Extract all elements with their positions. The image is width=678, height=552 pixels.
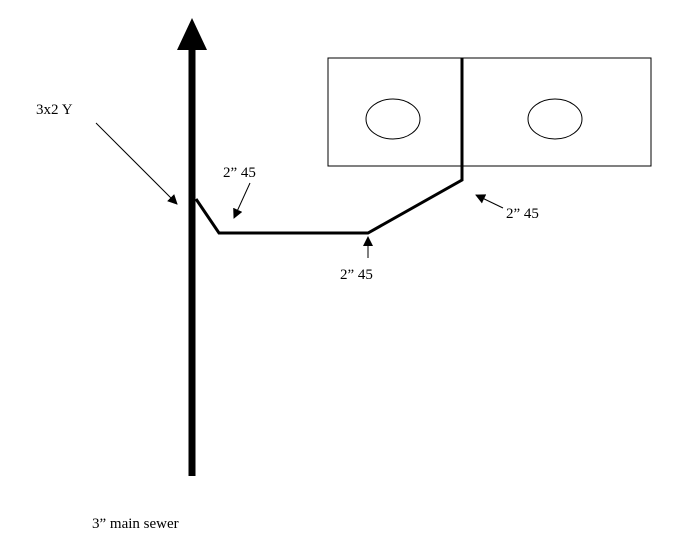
upper-left-elbow-label: 2” 45	[223, 165, 256, 181]
lower-elbow-label: 2” 45	[340, 267, 373, 283]
right-elbow-pointer-arrow	[475, 194, 504, 209]
branch-drain-pipe	[194, 58, 464, 235]
left-sink-drain	[365, 98, 421, 140]
wye-fitting-label: 3x2 Y	[36, 102, 73, 118]
right-elbow-label: 2” 45	[506, 206, 539, 222]
main-sewer-label: 3” main sewer	[92, 516, 179, 532]
flow-direction-arrow	[177, 18, 207, 50]
upper-left-elbow-pointer-arrow	[233, 182, 251, 219]
wye-pointer-arrow	[95, 122, 178, 205]
right-sink-drain	[527, 98, 583, 140]
double-sink-outline	[327, 57, 652, 167]
